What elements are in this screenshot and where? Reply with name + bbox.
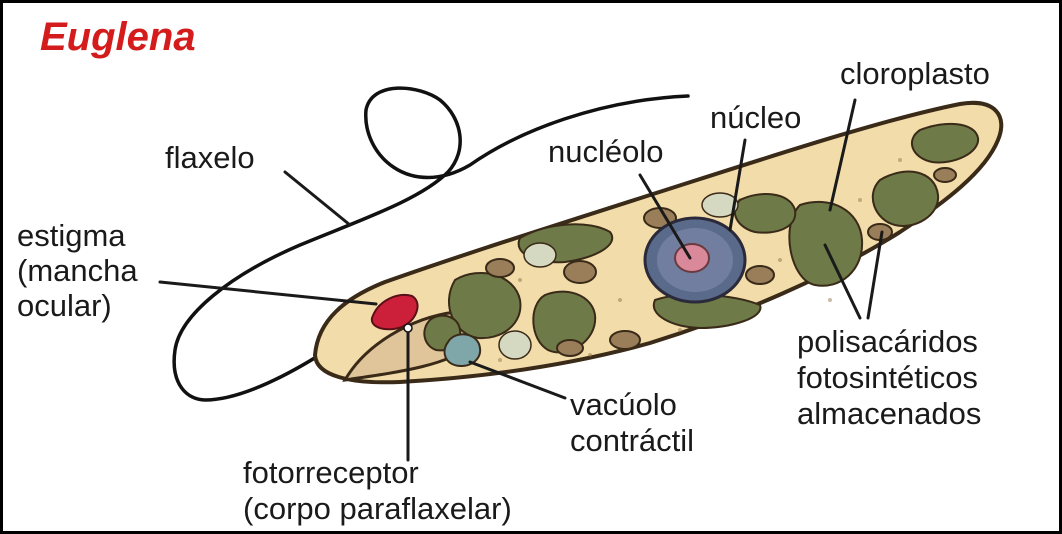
label-polysaccharides-line-1: polisacáridos bbox=[797, 324, 978, 359]
label-chloroplast: cloroplasto bbox=[840, 56, 990, 91]
label-vacuole-line-2: contráctil bbox=[570, 423, 694, 458]
label-flagellum: flaxelo bbox=[165, 140, 255, 175]
label-eyespot-line-1: estigma bbox=[17, 218, 126, 253]
label-vacuole-line-1: vacúolo bbox=[570, 387, 677, 422]
label-eyespot-line-2: (mancha bbox=[17, 253, 138, 288]
label-polysaccharides-line-3: almacenados bbox=[797, 396, 981, 431]
nucleolus bbox=[675, 244, 709, 272]
label-nucleolus: nucléolo bbox=[548, 134, 663, 169]
diagram-title: Euglena bbox=[40, 15, 196, 59]
contractile-vacuole bbox=[445, 334, 481, 366]
label-photoreceptor-line-1: fotorreceptor bbox=[243, 455, 419, 490]
label-photoreceptor-line-2: (corpo paraflaxelar) bbox=[243, 491, 512, 526]
label-eyespot-line-3: ocular) bbox=[17, 288, 112, 323]
photoreceptor bbox=[404, 324, 412, 332]
label-nucleus: núcleo bbox=[710, 100, 801, 135]
label-polysaccharides-line-2: fotosintéticos bbox=[797, 360, 978, 395]
